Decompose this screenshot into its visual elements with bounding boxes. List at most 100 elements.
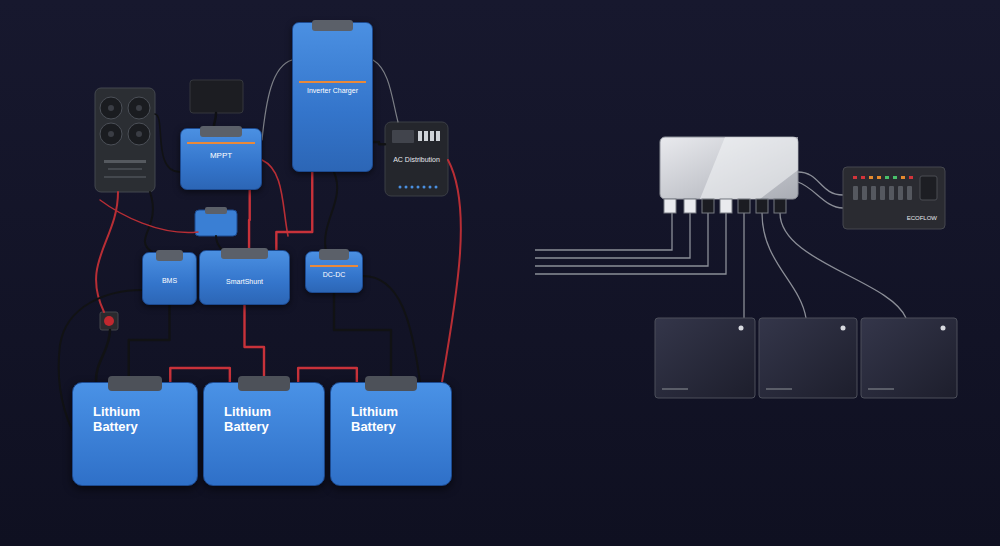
ac-distribution-body [411, 186, 414, 189]
cable-connector [245, 305, 265, 382]
device-label: Lithium Battery [224, 405, 298, 435]
battery-switch [104, 316, 114, 326]
ac-distribution-body [435, 186, 438, 189]
ac-distribution-body [392, 130, 414, 143]
control-panel-body [869, 176, 873, 179]
power-hub [738, 199, 750, 213]
charger-device [128, 97, 150, 119]
control-panel-body [893, 176, 897, 179]
control-panel-body [877, 176, 881, 179]
control-panel: ECOFLOW [843, 167, 945, 229]
cable-connector [373, 142, 385, 144]
charger-device [108, 105, 114, 111]
device-label: AC Distribution [389, 156, 444, 164]
display-panel [190, 80, 243, 113]
battery-switch [100, 312, 118, 330]
charge-controller: MPPT [180, 128, 262, 190]
charger-device [108, 168, 142, 170]
cable-connector [129, 305, 170, 382]
power-hub [702, 199, 714, 213]
power-hub [660, 137, 798, 199]
cable [798, 172, 843, 195]
loose-wire [325, 172, 337, 251]
small-module [205, 207, 227, 214]
loose-wire [373, 60, 398, 122]
control-panel-body [862, 186, 867, 200]
cable [743, 213, 744, 318]
ac-distribution-body [385, 122, 448, 196]
loose-wire [96, 330, 110, 382]
loose-wire [100, 200, 198, 232]
loose-wire [155, 114, 180, 172]
control-panel-body [843, 167, 945, 229]
cable-connector [276, 172, 312, 250]
cable-connector [248, 190, 251, 250]
device-label: Lithium Battery [93, 405, 167, 435]
inverter-charger: Inverter Charger [292, 22, 373, 172]
charger-device [136, 131, 142, 137]
lithium-battery: Lithium Battery [330, 382, 452, 486]
cable [535, 213, 690, 258]
device-label: MPPT [185, 151, 257, 160]
control-panel-body [885, 176, 889, 179]
loose-wire [59, 60, 461, 430]
battery-pack [941, 326, 946, 331]
control-panel-body [909, 176, 913, 179]
device-label: Lithium Battery [351, 405, 425, 435]
bms-module: BMS [142, 252, 197, 305]
small-module [195, 207, 237, 236]
power-hub [660, 137, 798, 213]
battery-pack [759, 318, 857, 398]
lithium-battery: Lithium Battery [72, 382, 198, 486]
power-hub [756, 199, 768, 213]
charger-device [104, 176, 146, 178]
battery-pack [739, 326, 744, 331]
charger-device [100, 97, 122, 119]
battery-pack [868, 388, 894, 390]
device-label: BMS [147, 277, 192, 285]
control-panel-body [853, 186, 858, 200]
loose-wire [145, 192, 153, 252]
control-panel-body [853, 176, 857, 179]
charger-device [128, 123, 150, 145]
charger-device [136, 105, 142, 111]
ac-distribution-body [417, 186, 420, 189]
charger-device [95, 88, 155, 192]
ac-distribution: AC Distribution [385, 122, 448, 196]
control-panel-body [880, 186, 885, 200]
control-panel-body [889, 186, 894, 200]
loose-wire [442, 160, 461, 382]
loose-wire [262, 60, 292, 140]
cable-connector [170, 368, 230, 382]
ac-distribution-body [405, 186, 408, 189]
charger-device [104, 160, 146, 163]
cable [798, 182, 843, 208]
device-label: ECOFLOW [847, 215, 937, 222]
control-panel-body [901, 176, 905, 179]
ac-distribution-body [429, 186, 432, 189]
ac-distribution-body [399, 186, 402, 189]
shunt-module: SmartShunt [199, 250, 290, 305]
control-panel-body [907, 186, 912, 200]
cable-connector [334, 293, 391, 382]
charger-device [95, 88, 155, 192]
control-panel-body [861, 176, 865, 179]
power-hub [774, 199, 786, 213]
battery-pack [655, 318, 755, 398]
device-label: SmartShunt [204, 278, 285, 286]
battery-pack [766, 388, 792, 390]
cable [535, 213, 726, 274]
loose-wire [262, 160, 288, 236]
ac-distribution-body [423, 186, 426, 189]
charger-device [108, 131, 114, 137]
loose-wire [214, 113, 216, 126]
cable-connector [298, 368, 357, 382]
dc-dc-charger: DC-DC [305, 251, 363, 293]
device-label: DC-DC [310, 271, 358, 279]
ac-distribution-body [430, 131, 434, 141]
battery-pack [662, 388, 688, 390]
power-hub [700, 137, 798, 199]
power-hub [684, 199, 696, 213]
